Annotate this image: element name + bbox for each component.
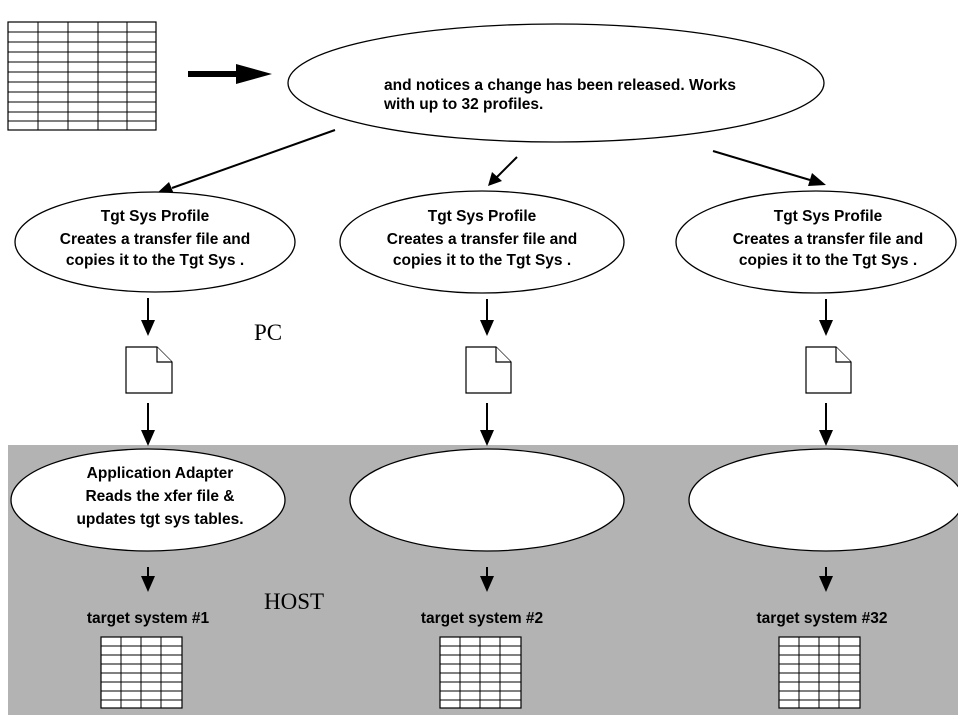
- arrow-adapter-to-target-3: [819, 567, 833, 592]
- arrow-profile-to-file-1: [141, 298, 155, 336]
- profile-node-2: Tgt Sys Profile Creates a transfer file …: [339, 190, 625, 294]
- target-label-3: target system #32: [757, 610, 888, 627]
- adapter-node-2: [349, 448, 625, 552]
- adapter-1-line-2: Reads the xfer file &: [85, 488, 234, 505]
- arrow-to-profile-2: [488, 156, 518, 186]
- profile-3-line-1: Creates a transfer file and: [733, 231, 923, 248]
- target-label-2: target system #2: [421, 610, 543, 627]
- target-table-icon-2: [439, 636, 522, 709]
- profile-1-line-1: Creates a transfer file and: [60, 231, 250, 248]
- arrow-adapter-to-target-1: [141, 567, 155, 592]
- target-table-icon-1: [100, 636, 183, 709]
- arrow-to-profile-3: [712, 150, 826, 186]
- arrow-adapter-to-target-2: [480, 567, 494, 592]
- transfer-file-icon-2: [465, 346, 512, 394]
- target-label-1: target system #1: [87, 610, 210, 627]
- transfer-file-icon-3: [805, 346, 852, 394]
- top-node-line-2: with up to 32 profiles.: [383, 96, 543, 113]
- adapter-node-3: [688, 448, 958, 552]
- profile-3-line-2: copies it to the Tgt Sys .: [739, 252, 917, 269]
- top-process-node: and notices a change has been released. …: [287, 23, 825, 143]
- arrow-file-to-adapter-3: [819, 403, 833, 446]
- profile-node-1: Tgt Sys Profile Creates a transfer file …: [14, 191, 296, 293]
- profile-1-line-2: copies it to the Tgt Sys .: [66, 252, 244, 269]
- profile-3-title: Tgt Sys Profile: [774, 208, 883, 225]
- profile-2-title: Tgt Sys Profile: [428, 208, 537, 225]
- arrow-file-to-adapter-2: [480, 403, 494, 446]
- source-arrow-icon: [188, 64, 272, 84]
- arrow-profile-to-file-2: [480, 299, 494, 336]
- host-zone-label: HOST: [264, 589, 324, 614]
- profile-node-3: Tgt Sys Profile Creates a transfer file …: [675, 190, 957, 294]
- arrow-to-profile-1: [156, 129, 336, 194]
- adapter-1-line-1: Application Adapter: [87, 465, 234, 482]
- profile-2-line-2: copies it to the Tgt Sys .: [393, 252, 571, 269]
- adapter-1-line-3: updates tgt sys tables.: [76, 511, 243, 528]
- arrow-profile-to-file-3: [819, 299, 833, 336]
- arrow-file-to-adapter-1: [141, 403, 155, 446]
- pc-zone-label: PC: [254, 320, 282, 345]
- profile-1-title: Tgt Sys Profile: [101, 208, 210, 225]
- profile-2-line-1: Creates a transfer file and: [387, 231, 577, 248]
- adapter-node-1: Application Adapter Reads the xfer file …: [10, 448, 286, 552]
- transfer-file-icon-1: [125, 346, 173, 394]
- top-node-line-1: and notices a change has been released. …: [384, 77, 736, 94]
- source-table-icon: [7, 21, 157, 131]
- target-table-icon-3: [778, 636, 861, 709]
